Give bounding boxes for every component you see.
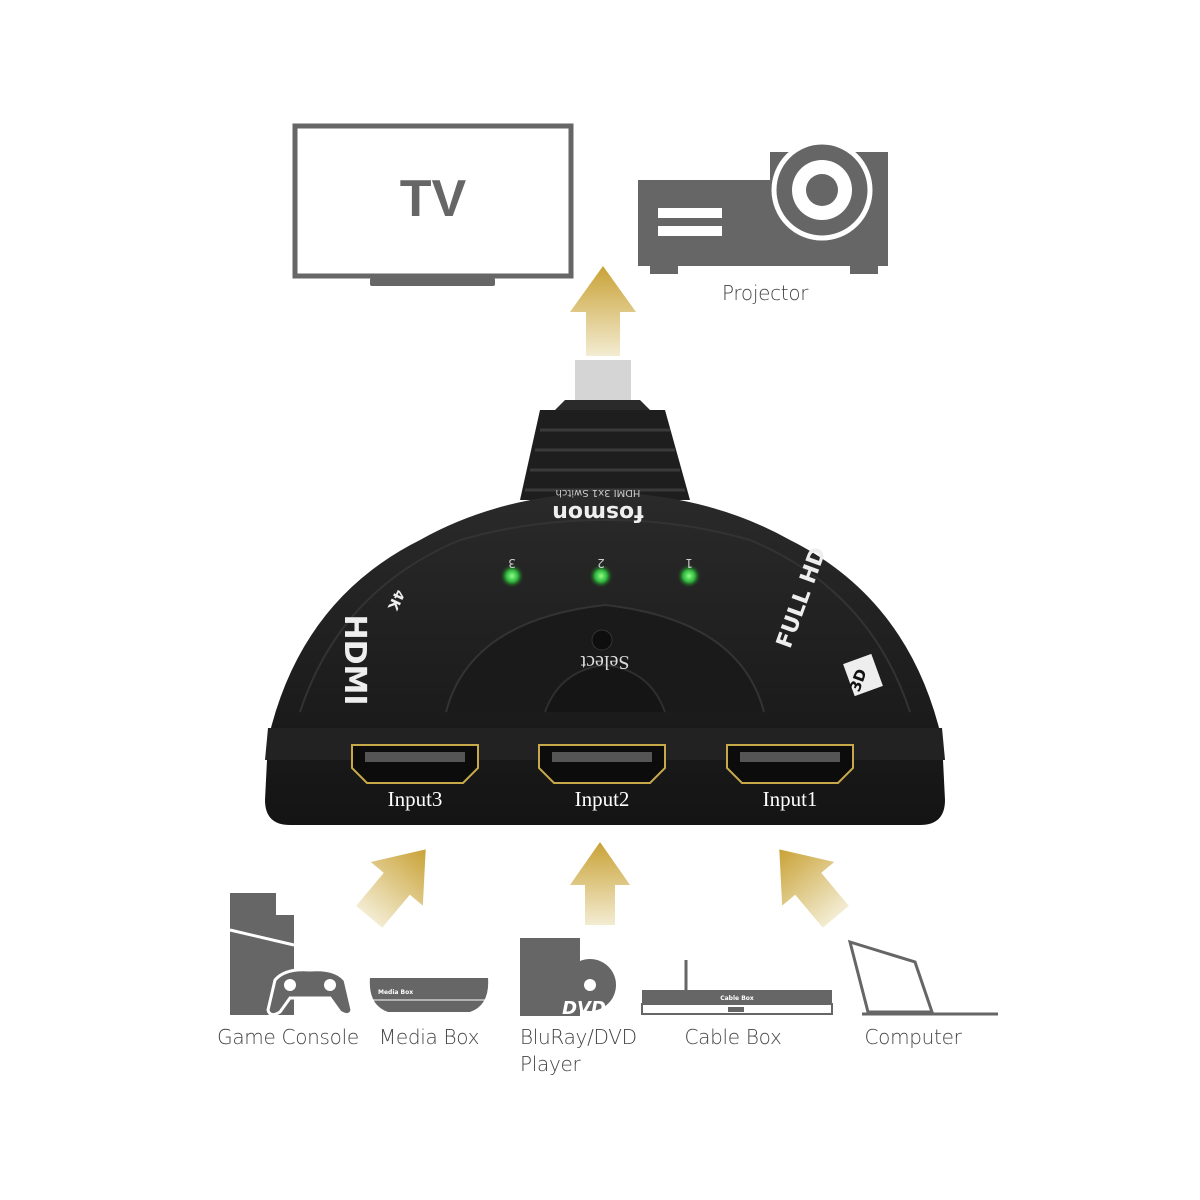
hdmi-port-input1[interactable] bbox=[726, 744, 854, 784]
hdmi-cable bbox=[520, 360, 690, 500]
source-label-computer: Computer bbox=[864, 1025, 962, 1049]
hdmi-port-input3[interactable] bbox=[351, 744, 479, 784]
source-label-bluray-dvd: BluRay/DVD bbox=[520, 1025, 637, 1049]
cable-box-icon: Cable Box bbox=[641, 960, 833, 1015]
port-label-input3: Input3 bbox=[388, 787, 443, 811]
tv-label: TV bbox=[400, 170, 467, 228]
model-label: HDMI 3x1 Switch bbox=[556, 487, 641, 498]
input-arrow-left-icon bbox=[356, 849, 426, 928]
source-label-media-box: Media Box bbox=[378, 1025, 480, 1049]
projector-label: Projector bbox=[722, 281, 809, 305]
projector-icon bbox=[638, 139, 888, 274]
source-label-cable-box: Cable Box bbox=[684, 1025, 782, 1049]
hdmi-logo: HDMI bbox=[337, 614, 372, 705]
source-label-player: Player bbox=[520, 1052, 581, 1076]
dvd-icon-text: DVD bbox=[562, 998, 606, 1019]
tv-icon: TV bbox=[292, 123, 574, 286]
brand-logo: fosmon bbox=[552, 500, 643, 525]
bluray-dvd-player-icon: DVD bbox=[520, 938, 616, 1019]
led-2-label: 2 bbox=[597, 556, 605, 570]
select-label: Select bbox=[580, 651, 629, 673]
led-1-label: 1 bbox=[685, 556, 693, 570]
cable-box-icon-text: Cable Box bbox=[720, 995, 754, 1002]
led-3-indicator bbox=[500, 564, 524, 588]
select-button[interactable] bbox=[591, 629, 613, 651]
port-label-input2: Input2 bbox=[575, 787, 630, 811]
input-arrow-right-icon bbox=[779, 849, 849, 928]
output-arrow-icon bbox=[570, 266, 636, 356]
game-console-icon bbox=[229, 893, 354, 1017]
computer-icon bbox=[847, 939, 998, 1016]
led-3-label: 3 bbox=[508, 556, 516, 570]
led-1-indicator bbox=[677, 564, 701, 588]
media-box-icon: Media Box bbox=[369, 978, 490, 1012]
source-label-game-console: Game Console bbox=[217, 1025, 359, 1049]
hdmi-port-input2[interactable] bbox=[538, 744, 666, 784]
media-box-icon-text: Media Box bbox=[378, 989, 413, 996]
input-arrow-center-icon bbox=[570, 842, 630, 925]
port-label-input1: Input1 bbox=[763, 787, 818, 811]
led-2-indicator bbox=[589, 564, 613, 588]
